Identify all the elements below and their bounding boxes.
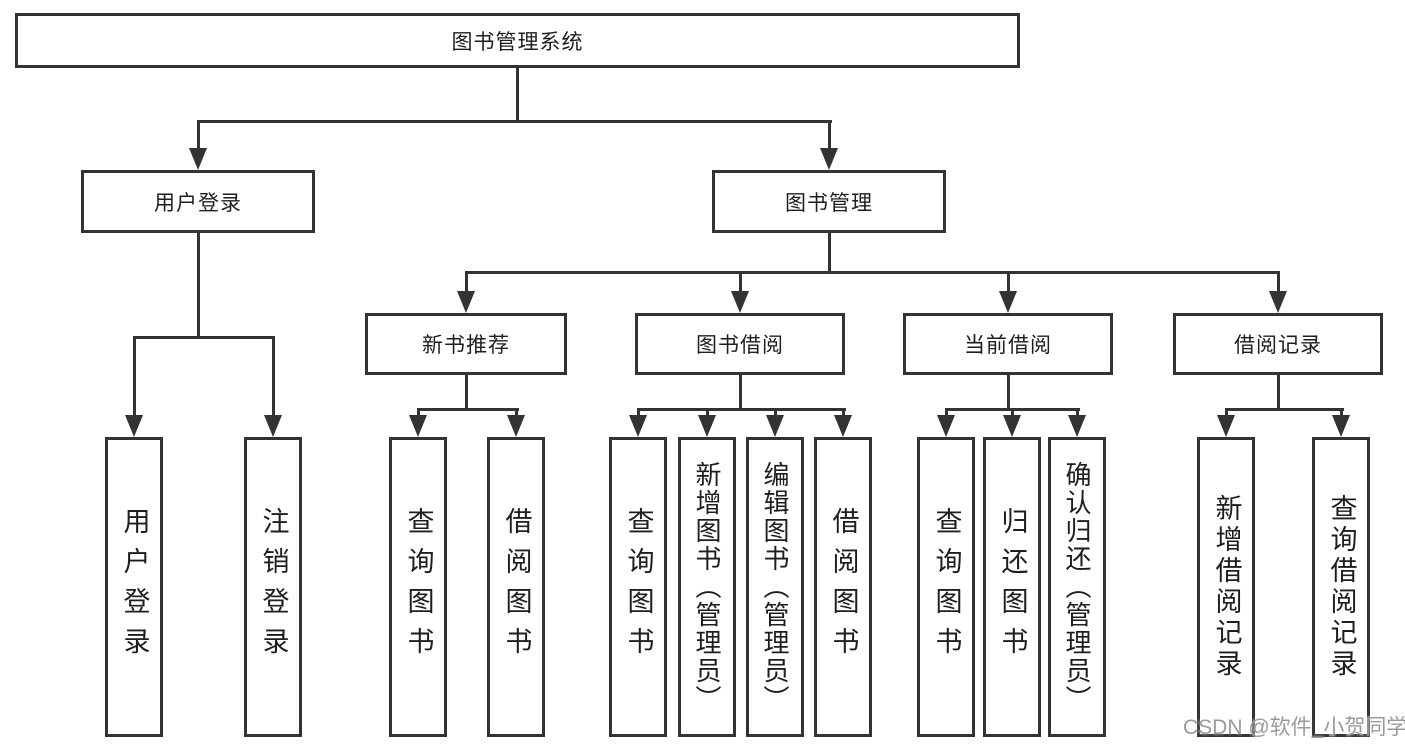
node-book-borrow: 图书借阅 xyxy=(635,313,845,375)
connector-book-borrow-bus xyxy=(637,408,846,411)
connector-drop xyxy=(272,336,275,416)
connector-drop xyxy=(842,408,845,416)
leaf-add-book-admin: 新增图书（管理员） xyxy=(678,437,736,737)
node-current-borrow: 当前借阅 xyxy=(903,313,1113,375)
node-book-management: 图书管理 xyxy=(712,170,946,233)
connector-root-stem xyxy=(516,68,519,120)
arrowhead-down-icon xyxy=(937,415,955,437)
arrowhead-down-icon xyxy=(1269,291,1287,313)
leaf-edit-book-admin: 编辑图书（管理员） xyxy=(746,437,804,737)
connector-drop xyxy=(706,408,709,416)
csdn-watermark: CSDN @软件_小贺同学 xyxy=(1183,716,1405,739)
connector-book-mgmt-stem xyxy=(828,233,831,271)
connector-drop xyxy=(774,408,777,416)
leaf-query-borrow-record: 查询借阅记录 xyxy=(1312,437,1370,737)
arrowhead-down-icon xyxy=(1068,415,1086,437)
connector-user-login-bus xyxy=(133,336,275,339)
leaf-query-book-recommend: 查询图书 xyxy=(389,437,447,737)
arrowhead-down-icon xyxy=(189,148,207,170)
arrowhead-down-icon xyxy=(766,415,784,437)
node-new-book-recommend: 新书推荐 xyxy=(365,313,567,375)
connector-drop xyxy=(197,120,200,148)
connector-drop xyxy=(465,271,468,292)
leaf-logout: 注销登录 xyxy=(244,437,302,737)
arrowhead-down-icon xyxy=(457,291,475,313)
arrowhead-down-icon xyxy=(1332,415,1350,437)
arrowhead-down-icon xyxy=(409,415,427,437)
connector-book-borrow-stem xyxy=(739,375,742,408)
arrowhead-down-icon xyxy=(507,415,525,437)
connector-book-mgmt-bus xyxy=(465,271,1280,274)
leaf-query-current-borrow: 查询图书 xyxy=(917,437,975,737)
arrowhead-down-icon xyxy=(698,415,716,437)
connector-drop xyxy=(417,408,420,416)
connector-drop xyxy=(515,408,518,416)
leaf-add-borrow-record: 新增借阅记录 xyxy=(1197,437,1255,737)
connector-drop xyxy=(1076,408,1079,416)
leaf-confirm-return-admin: 确认归还（管理员） xyxy=(1048,437,1106,737)
connector-drop xyxy=(739,271,742,292)
connector-drop xyxy=(828,120,831,148)
arrowhead-down-icon xyxy=(125,415,143,437)
leaf-user-login: 用户登录 xyxy=(105,437,163,737)
node-borrow-record: 借阅记录 xyxy=(1173,313,1383,375)
arrowhead-down-icon xyxy=(999,291,1017,313)
connector-drop xyxy=(1277,271,1280,292)
connector-borrow-record-stem xyxy=(1277,375,1280,408)
connector-new-book-stem xyxy=(465,375,468,408)
arrowhead-down-icon xyxy=(1217,415,1235,437)
connector-drop xyxy=(1007,271,1010,292)
arrowhead-down-icon xyxy=(1003,415,1021,437)
connector-borrow-record-bus xyxy=(1225,408,1344,411)
connector-drop xyxy=(1225,408,1228,416)
arrowhead-down-icon xyxy=(820,148,838,170)
arrowhead-down-icon xyxy=(629,415,647,437)
connector-root-bus xyxy=(197,120,832,123)
connector-drop xyxy=(133,336,136,416)
connector-user-login-stem xyxy=(197,233,200,336)
arrowhead-down-icon xyxy=(264,415,282,437)
leaf-borrow-book-recommend: 借阅图书 xyxy=(487,437,545,737)
node-user-login: 用户登录 xyxy=(81,170,315,233)
connector-current-borrow-stem xyxy=(1007,375,1010,408)
connector-drop xyxy=(945,408,948,416)
connector-drop xyxy=(1011,408,1014,416)
arrowhead-down-icon xyxy=(834,415,852,437)
leaf-return-book: 归还图书 xyxy=(983,437,1041,737)
connector-drop xyxy=(637,408,640,416)
connector-drop xyxy=(1340,408,1343,416)
leaf-borrow-book: 借阅图书 xyxy=(814,437,872,737)
node-root: 图书管理系统 xyxy=(15,13,1020,68)
connector-new-book-bus xyxy=(417,408,519,411)
arrowhead-down-icon xyxy=(731,291,749,313)
leaf-query-book-borrow: 查询图书 xyxy=(609,437,667,737)
